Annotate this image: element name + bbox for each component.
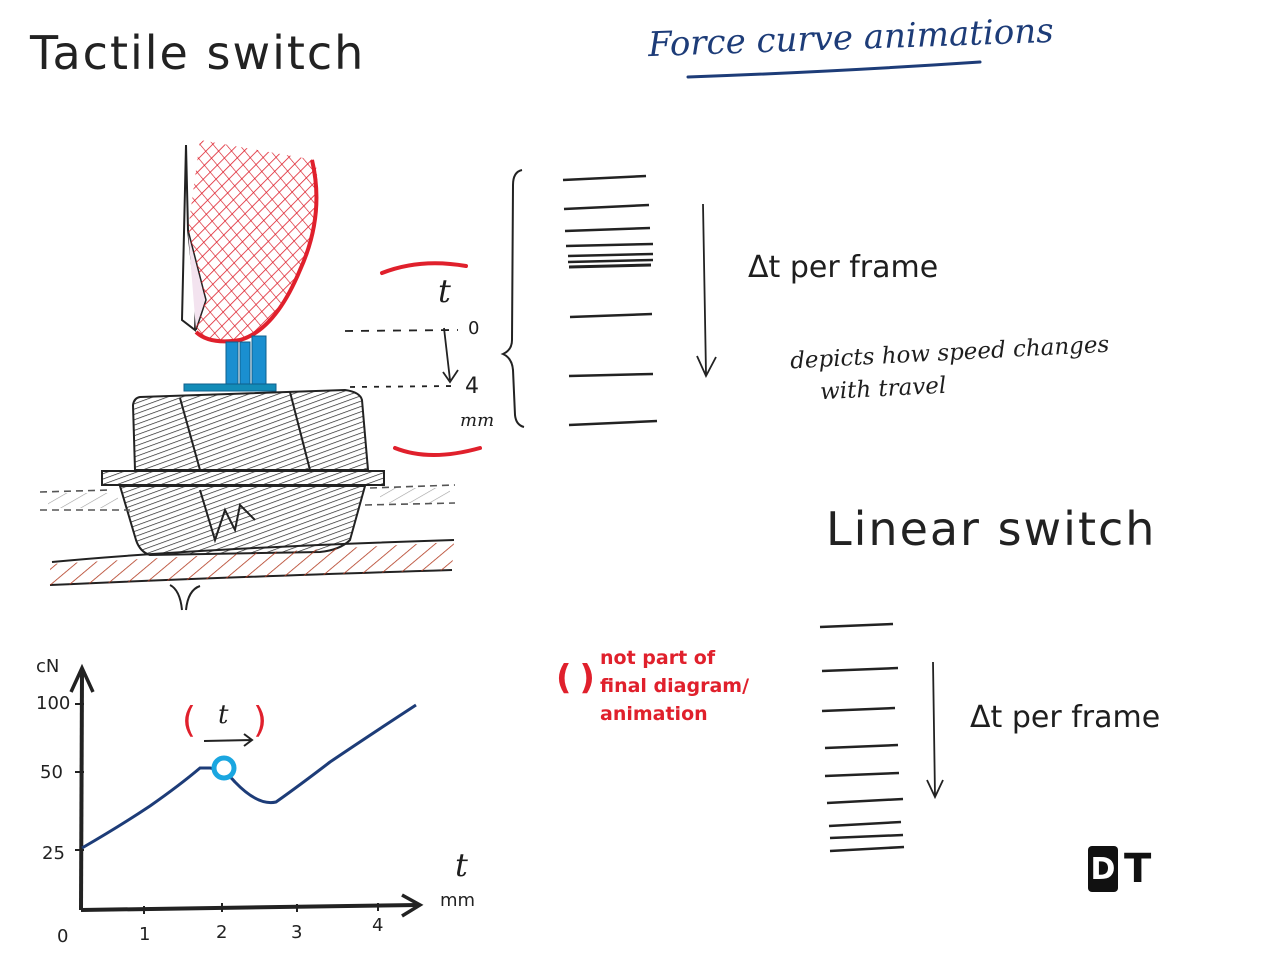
x-tick-4: 4	[372, 915, 384, 936]
travel-end-label: 4	[465, 374, 479, 399]
tactile-time-arrow	[696, 203, 717, 379]
finger-icon	[180, 140, 319, 344]
logo-box-letter: D	[1088, 846, 1118, 892]
travel-indicator	[344, 327, 459, 388]
annotation-open-paren: (	[182, 700, 197, 741]
annotation-symbol: t	[218, 700, 229, 730]
x-tick-3: 3	[291, 922, 303, 943]
tactile-frame-lines	[562, 174, 658, 427]
pcb-board	[49, 539, 455, 611]
linear-switch-title: Linear switch	[826, 502, 1157, 556]
travel-start-label: 0	[468, 318, 480, 339]
y-tick-100: 100	[36, 693, 71, 714]
travel-unit-label: mm	[460, 410, 495, 431]
x-tick-0: 0	[57, 926, 69, 947]
y-tick-50: 50	[40, 762, 63, 783]
y-axis-unit: cN	[36, 656, 60, 677]
legend-paren-symbol: ( )	[556, 658, 595, 698]
legend-note-line1: not part of	[600, 647, 716, 669]
force-curve-line	[81, 703, 417, 850]
legend-note-line2: final diagram/	[600, 675, 750, 697]
mounting-plate	[39, 484, 456, 511]
tactile-switch-title: Tactile switch	[30, 26, 366, 80]
x-tick-1: 1	[139, 924, 151, 945]
x-axis-unit: mm	[440, 890, 476, 911]
y-tick-25: 25	[42, 843, 65, 864]
logo: D T	[1088, 846, 1151, 892]
legend-note-line3: animation	[600, 703, 708, 725]
travel-highlight-brackets	[380, 261, 482, 457]
tactile-frame-label: Δt per frame	[748, 250, 939, 285]
annotation-close-paren: )	[253, 700, 268, 741]
linear-frame-lines	[819, 622, 905, 853]
position-marker	[211, 755, 237, 781]
switch-stem	[183, 335, 277, 392]
x-tick-2: 2	[216, 922, 228, 943]
travel-symbol: t	[438, 272, 451, 310]
switch-housing	[101, 388, 385, 557]
logo-letter: T	[1124, 846, 1152, 892]
x-axis-symbol: t	[455, 846, 468, 884]
curly-brace	[500, 169, 525, 428]
linear-time-arrow	[926, 661, 944, 800]
linear-frame-label: Δt per frame	[970, 700, 1161, 735]
